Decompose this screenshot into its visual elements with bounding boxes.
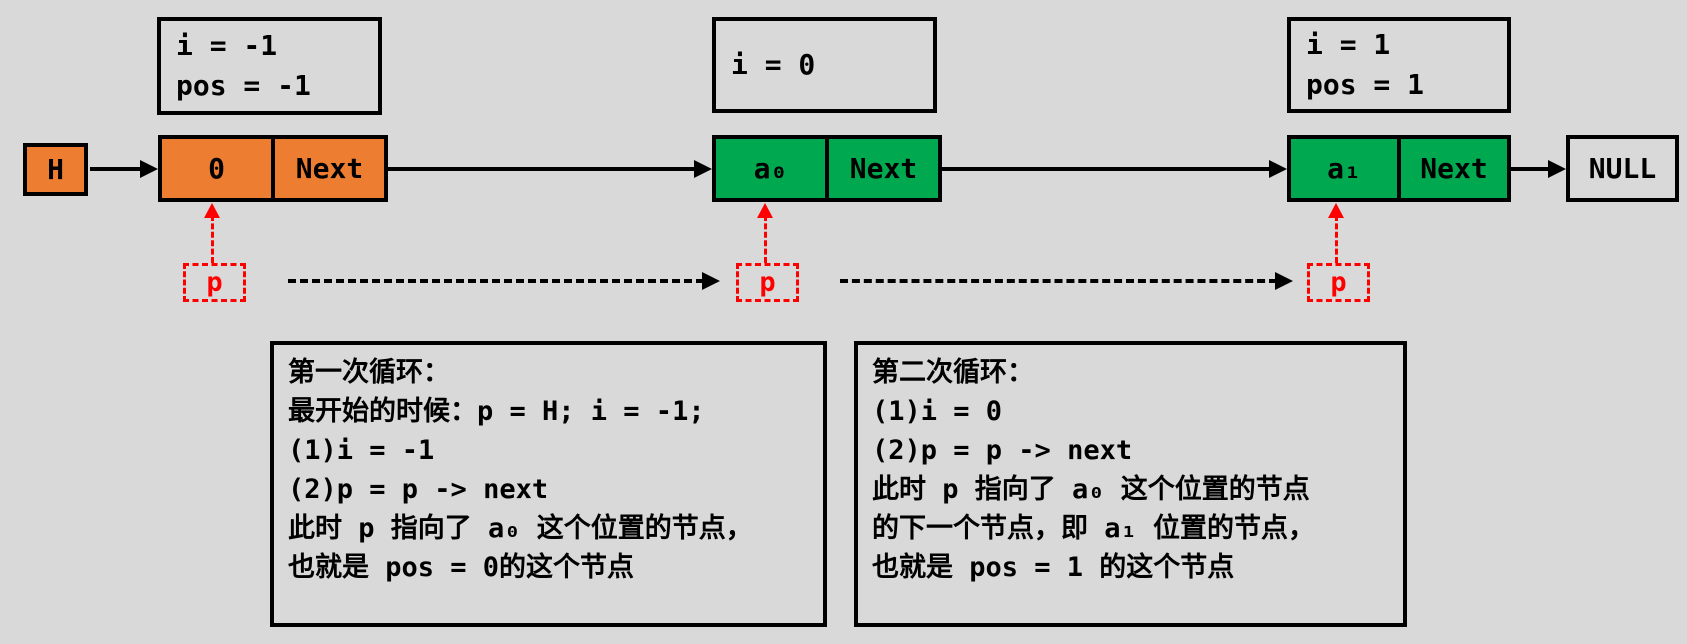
note-line: (2)p = p -> next bbox=[872, 435, 1133, 466]
null-label: NULL bbox=[1588, 152, 1657, 185]
var-line: i = -1 bbox=[176, 29, 278, 62]
arrow-line-node2-to-node3 bbox=[942, 167, 1271, 171]
node-data-cell: a₁ bbox=[1287, 135, 1399, 202]
var-line: pos = -1 bbox=[176, 69, 311, 102]
var-line: i = 0 bbox=[731, 48, 816, 81]
note-line: 的下一个节点，即 a₁ 位置的节点， bbox=[872, 513, 1316, 544]
arrowhead-icon bbox=[702, 272, 720, 290]
note-line: 也就是 pos = 0的这个节点 bbox=[288, 552, 635, 583]
arrowhead-icon bbox=[1275, 272, 1293, 290]
null-box: NULL bbox=[1566, 135, 1679, 202]
var-line: i = 1 bbox=[1306, 28, 1391, 61]
pointer-box-2: p bbox=[736, 263, 799, 302]
note-line: 第一次循环： bbox=[288, 357, 450, 388]
note-line: 也就是 pos = 1 的这个节点 bbox=[872, 552, 1235, 583]
red-arrowhead-icon bbox=[1328, 203, 1344, 218]
var-box-step3: i = 1 pos = 1 bbox=[1287, 17, 1511, 113]
note-line: (2)p = p -> next bbox=[288, 474, 549, 505]
arrow-line-node1-to-node2 bbox=[388, 167, 696, 171]
note-line: 第二次循环： bbox=[872, 357, 1034, 388]
arrow-line-node3-to-null bbox=[1511, 167, 1550, 171]
node-next-cell: Next bbox=[1399, 135, 1511, 202]
note-box-loop-2: 第二次循环： (1)i = 0 (2)p = p -> next 此时 p 指向… bbox=[854, 341, 1407, 627]
node-next-cell: Next bbox=[827, 135, 942, 202]
red-arrowhead-icon bbox=[204, 203, 220, 218]
note-line: (1)i = 0 bbox=[872, 396, 1003, 427]
var-line: pos = 1 bbox=[1306, 68, 1425, 101]
red-arrowhead-icon bbox=[757, 203, 773, 218]
pointer-arrow-line bbox=[211, 215, 214, 263]
note-box-loop-1: 第一次循环： 最开始的时候：p = H; i = -1; (1)i = -1 (… bbox=[270, 341, 827, 627]
head-node: H bbox=[23, 143, 88, 196]
pointer-move-arrow-2 bbox=[840, 279, 1277, 283]
note-line: 此时 p 指向了 a₀ 这个位置的节点 bbox=[872, 474, 1310, 505]
head-node-label: H bbox=[47, 153, 64, 186]
pointer-move-arrow-1 bbox=[288, 279, 704, 283]
list-node-1: 0 Next bbox=[158, 135, 388, 202]
arrowhead-icon bbox=[140, 160, 158, 178]
pointer-arrow-line bbox=[764, 215, 767, 263]
pointer-box-3: p bbox=[1307, 263, 1370, 302]
node-data-cell: a₀ bbox=[712, 135, 827, 202]
var-box-step1: i = -1 pos = -1 bbox=[157, 17, 382, 115]
arrow-line-head-to-node1 bbox=[90, 167, 142, 171]
arrowhead-icon bbox=[694, 160, 712, 178]
note-line: (1)i = -1 bbox=[288, 435, 435, 466]
pointer-arrow-line bbox=[1335, 215, 1338, 263]
arrowhead-icon bbox=[1269, 160, 1287, 178]
note-line: 最开始的时候：p = H; i = -1; bbox=[288, 396, 705, 427]
pointer-box-1: p bbox=[183, 263, 246, 302]
arrowhead-icon bbox=[1548, 160, 1566, 178]
node-next-cell: Next bbox=[273, 135, 388, 202]
list-node-2: a₀ Next bbox=[712, 135, 942, 202]
var-box-step2: i = 0 bbox=[712, 17, 937, 113]
list-node-3: a₁ Next bbox=[1287, 135, 1511, 202]
node-data-cell: 0 bbox=[158, 135, 273, 202]
note-line: 此时 p 指向了 a₀ 这个位置的节点， bbox=[288, 513, 753, 544]
